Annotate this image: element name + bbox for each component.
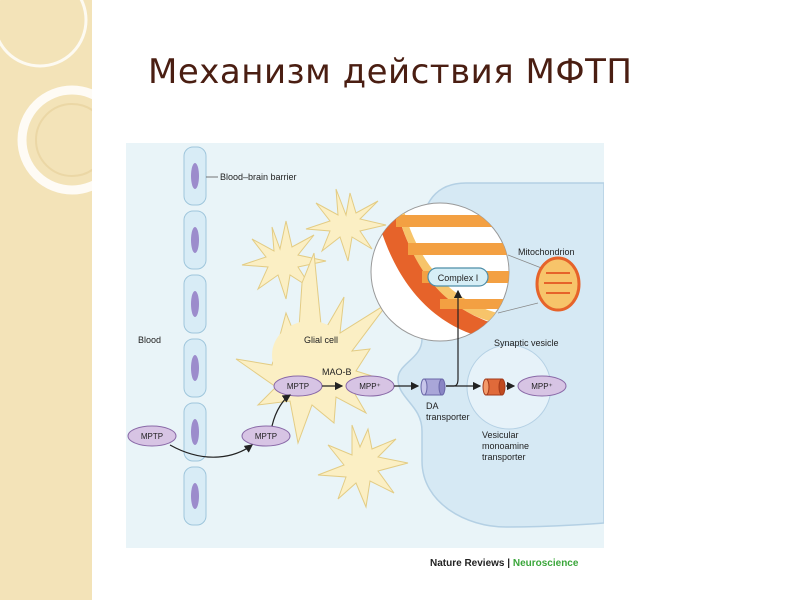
svg-text:MPTP: MPTP	[287, 382, 309, 391]
mptp-blood-pill: MPTP	[127, 425, 177, 447]
decorative-side-strip	[0, 0, 92, 600]
complex-i-pill	[427, 267, 489, 287]
mitochondrion-label: Mitochondrion	[518, 247, 575, 257]
vesicular-monoamine-transporter	[482, 378, 506, 396]
astrocyte-bottom	[317, 424, 409, 509]
synaptic-vesicle-label: Synaptic vesicle	[494, 338, 559, 348]
bbb-label: Blood–brain barrier	[220, 172, 297, 182]
mpp-glia-pill: MPP⁺	[345, 375, 395, 397]
svg-text:MPTP: MPTP	[255, 432, 277, 441]
mptp-brain-pill: MPTP	[241, 425, 291, 447]
vmat-label-2: monoamine	[482, 441, 529, 451]
svg-text:MPP⁺: MPP⁺	[531, 382, 553, 391]
mpp-vesicle-pill: MPP⁺	[517, 375, 567, 397]
svg-text:MPP⁺: MPP⁺	[359, 382, 381, 391]
slide-title: Механизм действия МФТП	[148, 52, 633, 92]
svg-text:MPTP: MPTP	[141, 432, 163, 441]
da-transporter-label-2: transporter	[426, 412, 470, 422]
vmat-label-1: Vesicular	[482, 430, 519, 440]
vmat-label-3: transporter	[482, 452, 526, 462]
glial-cell-label: Glial cell	[304, 335, 338, 345]
astrocyte-top	[305, 188, 387, 262]
glial-cell	[235, 252, 390, 445]
endothelial-cells	[183, 146, 207, 526]
complex-i-label: Complex I	[438, 273, 479, 283]
mptp-mechanism-diagram: Complex I MPTP MPTP MPTP MPP⁺	[126, 143, 604, 575]
figure-credit: Nature Reviews | Neuroscience	[430, 558, 579, 569]
mptp-glia-pill: MPTP	[273, 375, 323, 397]
blood-label: Blood	[138, 335, 161, 345]
decorative-circles	[0, 0, 92, 195]
mitochondrion-icon	[535, 256, 581, 312]
da-transporter	[420, 378, 446, 396]
mao-b-label: MAO-B	[322, 367, 352, 377]
pathway-arrows	[169, 289, 516, 458]
da-transporter-label-1: DA	[426, 401, 439, 411]
